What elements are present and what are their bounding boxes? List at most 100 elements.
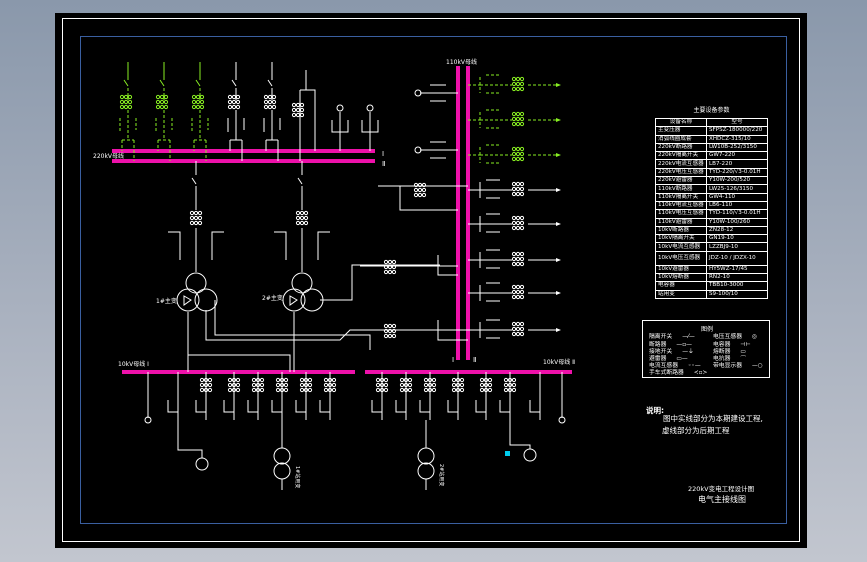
ct-coil-icon xyxy=(193,210,199,216)
bus-110kv-label: 110kV母线 xyxy=(446,58,477,66)
ct-coil-icon xyxy=(515,81,521,87)
ct-coil-icon xyxy=(119,104,125,110)
ct-coil-icon xyxy=(515,181,521,187)
ct-coil-icon xyxy=(519,81,525,87)
legend-label: 电抗器 xyxy=(713,356,731,362)
table-cell: 110kV电压互感器 xyxy=(655,209,707,219)
ct-coil-icon xyxy=(263,104,269,110)
ct-coil-icon xyxy=(391,328,397,334)
ct-coil-icon xyxy=(159,99,165,105)
ct-coil-icon xyxy=(519,251,525,257)
legend-label: 电压互感器 xyxy=(713,334,742,340)
notes-line-1: 图中实线部分为本期建设工程, xyxy=(663,414,763,423)
disconnector-icon xyxy=(159,79,165,87)
ct-coil-icon xyxy=(511,186,517,192)
legend-item: 电压互感器◎ xyxy=(713,331,757,340)
disconnector-icon xyxy=(297,177,303,185)
ct-coil-icon xyxy=(515,326,521,332)
ct-coil-icon xyxy=(511,256,517,262)
ct-coil-icon xyxy=(283,387,289,393)
ct-coil-icon xyxy=(283,382,289,388)
earthing-switch-icon xyxy=(475,400,486,413)
ct-coil-icon xyxy=(427,382,433,388)
ct-coil-icon xyxy=(307,387,313,393)
earthing-switch-icon xyxy=(486,109,500,129)
earthing-switch-icon xyxy=(486,249,500,269)
ct-coil-icon xyxy=(519,191,525,197)
transformer-winding-delta-icon xyxy=(176,288,200,312)
table-header-cell: 型号 xyxy=(706,117,768,128)
ct-coil-icon xyxy=(189,210,195,216)
ct-coil-icon xyxy=(123,99,129,105)
ct-coil-icon xyxy=(155,99,161,105)
ct-coil-icon xyxy=(483,387,489,393)
ct-coil-icon xyxy=(331,387,337,393)
drawing-frame xyxy=(62,18,800,542)
ct-coil-icon xyxy=(403,387,409,393)
earthing-switch-icon xyxy=(486,282,500,302)
ct-coil-icon xyxy=(127,94,133,100)
ct-coil-icon xyxy=(155,94,161,100)
ct-coil-icon xyxy=(303,377,309,383)
ct-coil-icon xyxy=(199,377,205,383)
ct-coil-icon xyxy=(519,186,525,192)
voltage-transformer-icon xyxy=(414,89,422,97)
ct-coil-icon xyxy=(203,377,209,383)
capacitor-icon: ⊣⊢ xyxy=(740,342,751,348)
ct-coil-icon xyxy=(391,264,397,270)
table-cell: 220kV避雷器 xyxy=(655,176,707,186)
ct-coil-icon xyxy=(421,187,427,193)
ct-coil-icon xyxy=(259,387,265,393)
capacitor-feed xyxy=(177,420,203,458)
ct-coil-icon xyxy=(227,377,233,383)
ct-coil-icon xyxy=(421,182,427,188)
bus-10kv-1-label: 10kV母线 Ⅰ xyxy=(118,360,149,368)
ct-coil-icon xyxy=(155,104,161,110)
ct-coil-icon xyxy=(451,382,457,388)
main-transformer-2-label: 2#主变 xyxy=(262,294,283,302)
station-transformer-delta-icon xyxy=(273,447,291,465)
ct-coil-icon xyxy=(511,321,517,327)
ct-coil-icon xyxy=(303,387,309,393)
ct-coil-icon xyxy=(299,107,305,113)
ct-coil-icon xyxy=(515,76,521,82)
table-cell: Y10W-100/260 xyxy=(706,217,768,227)
table-cell: 220kV隔离开关 xyxy=(655,151,707,161)
ct-coil-icon xyxy=(263,99,269,105)
ct-coil-icon xyxy=(515,220,521,226)
ct-coil-icon xyxy=(511,116,517,122)
bus-220kv-section-2: Ⅱ xyxy=(382,160,385,168)
ct-coil-icon xyxy=(413,192,419,198)
ct-coil-icon xyxy=(383,269,389,275)
ct-coil-icon xyxy=(519,321,525,327)
ct-coil-icon xyxy=(263,94,269,100)
ct-coil-icon xyxy=(255,387,261,393)
reactor-icon: ⌒ xyxy=(740,356,747,362)
ct-coil-icon xyxy=(197,210,203,216)
ct-coil-icon xyxy=(303,215,309,221)
bus-220kv-section-1: Ⅰ xyxy=(382,150,384,158)
ct-coil-icon xyxy=(291,107,297,113)
table-cell: 10kV断路器 xyxy=(655,225,707,236)
legend-label: 避雷器 xyxy=(649,356,667,362)
ct-coil-icon xyxy=(519,294,525,300)
legend-item: 带电显示器—○ xyxy=(713,360,763,369)
earthing-switch-icon xyxy=(295,400,306,413)
bay-connection xyxy=(121,139,135,161)
ct-coil-icon xyxy=(327,387,333,393)
ct-coil-icon xyxy=(195,94,201,100)
ct-coil-icon xyxy=(519,76,525,82)
breaker-icon: —▫— xyxy=(676,342,692,348)
ct-coil-icon xyxy=(163,99,169,105)
ct-coil-icon xyxy=(191,104,197,110)
ct-coil-icon xyxy=(231,382,237,388)
arrow-icon xyxy=(556,83,561,87)
legend-item: 手车式断路器≺▫≻ xyxy=(649,367,707,376)
ct-coil-icon xyxy=(519,181,525,187)
earthing-switch-icon xyxy=(195,400,206,413)
voltage-transformer-icon xyxy=(366,104,374,112)
ct-coil-icon xyxy=(197,215,203,221)
